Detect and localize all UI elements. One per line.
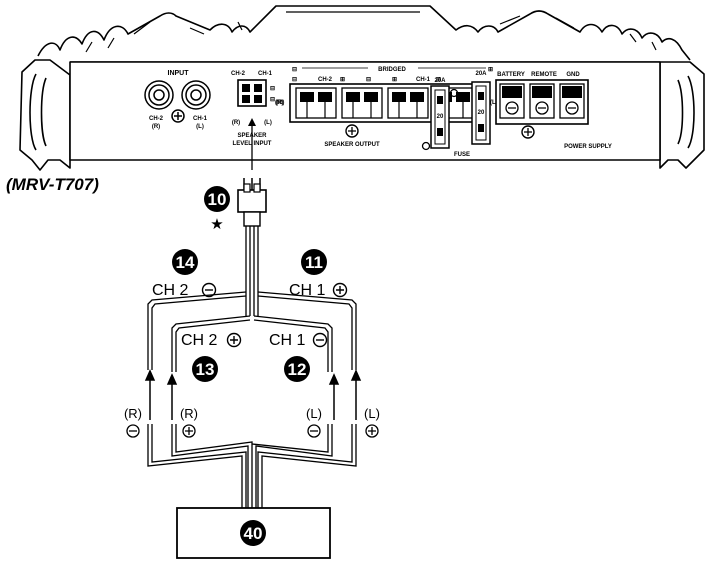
wire-ch2-plus (171, 315, 251, 372)
svg-text:(R): (R) (124, 406, 142, 421)
svg-text:12: 12 (288, 360, 307, 379)
speaker-output-label: SPEAKER OUTPUT (324, 142, 380, 148)
heatsink-fin-right (677, 75, 695, 149)
minus-icon (307, 424, 321, 438)
bridged-minus-icon: ⊟ (292, 67, 297, 73)
minus-icon (312, 332, 328, 348)
svg-text:(R): (R) (180, 406, 198, 421)
input-ch2-side: (R) (152, 124, 160, 130)
sli-minus-bottom: ⊟ (270, 97, 275, 103)
out-ch2: CH-2 (318, 77, 333, 83)
side-l-plus: (L) (364, 406, 380, 438)
out-plus-1: ⊞ (340, 77, 345, 83)
side-l-minus: (L) (306, 406, 322, 438)
screw-icon (521, 125, 535, 139)
svg-text:CH 1: CH 1 (269, 332, 306, 349)
out-plus-2: ⊞ (392, 77, 397, 83)
wire-ch1-plus (257, 291, 357, 370)
heatsink-outline (19, 59, 71, 171)
svg-text:10: 10 (208, 190, 227, 209)
input-label: INPUT (168, 70, 190, 77)
callout-ch1-minus: 12 (284, 356, 310, 382)
plus-icon (226, 332, 242, 348)
input-ch2: CH-2 (149, 116, 164, 122)
top-fin-marks (85, 11, 657, 53)
callout-connector: 10 (204, 186, 230, 212)
heatsink-right (659, 61, 705, 169)
screw-icon (171, 109, 185, 123)
out-r: (R) (275, 100, 283, 106)
rca-input: INPUT CH-2 (R) CH-1 (L) (144, 70, 211, 130)
fuse2-body: 20 (478, 110, 485, 116)
svg-text:CH 2: CH 2 (181, 332, 218, 349)
plus-icon (365, 424, 379, 438)
svg-text:14: 14 (176, 253, 195, 272)
out-l: (L) (490, 100, 498, 106)
model-label: (MRV-T707) (6, 175, 99, 194)
heatsink-fin-left (29, 73, 47, 151)
remote-label: REMOTE (531, 72, 557, 78)
svg-text:13: 13 (196, 360, 215, 379)
callout-ch1-plus: 11 (301, 249, 327, 275)
fuse1-body: 20 (437, 114, 444, 120)
connector-plug (237, 178, 267, 227)
sli-ch1: CH-1 (258, 71, 273, 77)
fuses: 20A 20A 20 20 FUSE (421, 71, 491, 158)
power-supply-label: POWER SUPPLY (564, 144, 612, 150)
input-ch1-side: (L) (196, 124, 204, 130)
svg-text:40: 40 (244, 524, 263, 543)
out-ch1: CH-1 (416, 77, 431, 83)
svg-text:(L): (L) (364, 406, 380, 421)
callout-ch2-minus: 14 (172, 249, 198, 275)
wire-ch1-minus (253, 315, 333, 372)
out-minus-1: ⊟ (292, 77, 297, 83)
sli-r-side: (R) (276, 100, 284, 106)
star-icon: ★ (210, 216, 223, 233)
sli-ch2: CH-2 (231, 71, 246, 77)
sli-l: (L) (264, 120, 272, 126)
plus-icon (332, 282, 348, 298)
svg-text:11: 11 (305, 253, 323, 272)
label-ch1-plus: CH 1 (289, 282, 348, 299)
input-ch1: CH-1 (193, 116, 208, 122)
bridged-label: BRIDGED (378, 67, 406, 73)
battery-label: BATTERY (497, 72, 525, 78)
fuse1-rating: 20A (434, 78, 446, 84)
callout-head-unit (240, 520, 266, 546)
wire-ch2-minus (147, 291, 247, 370)
svg-text:CH 2: CH 2 (152, 282, 189, 299)
minus-icon (126, 424, 140, 438)
side-r-plus: (R) (180, 406, 198, 438)
signal-arrows (144, 369, 362, 420)
out-minus-2: ⊟ (366, 77, 371, 83)
plus-icon (182, 424, 196, 438)
bridged-plus-icon: ⊞ (488, 67, 493, 73)
head-unit: 40 (176, 507, 331, 559)
svg-text:CH 1: CH 1 (289, 282, 326, 299)
fuse-label: FUSE (454, 152, 470, 158)
sli-r: (R) (232, 120, 240, 126)
speaker-level-input: CH-2 CH-1 ⊟ ⊟ (R) (R) (L) SPEAKER LEVEL … (231, 71, 284, 170)
label-ch1-minus: CH 1 (269, 332, 328, 349)
rca-jack-ch1 (181, 80, 211, 110)
svg-text:(L): (L) (306, 406, 322, 421)
sli-minus-top: ⊟ (270, 86, 275, 92)
side-r-minus: (R) (124, 406, 142, 438)
fuse2-rating: 20A (475, 71, 487, 77)
speaker-output: ⊟ BRIDGED ⊞ ⊟ CH-2 ⊞ ⊟ ⊞ CH-1 ⊟ (R) (L) (275, 67, 498, 148)
screw-icon (345, 124, 359, 138)
label-ch2-plus: CH 2 (181, 332, 242, 349)
minus-icon (201, 282, 217, 298)
wire-harness (147, 226, 357, 510)
gnd-label: GND (566, 72, 580, 78)
out-minus-3: ⊟ (436, 77, 441, 83)
callout-ch2-plus: 13 (192, 356, 218, 382)
rca-jack-ch2 (144, 80, 174, 110)
label-ch2-minus: CH 2 (152, 282, 217, 299)
heatsink-top-outline (37, 5, 691, 61)
power-supply: BATTERY REMOTE GND POWER SUPPLY (495, 72, 612, 150)
